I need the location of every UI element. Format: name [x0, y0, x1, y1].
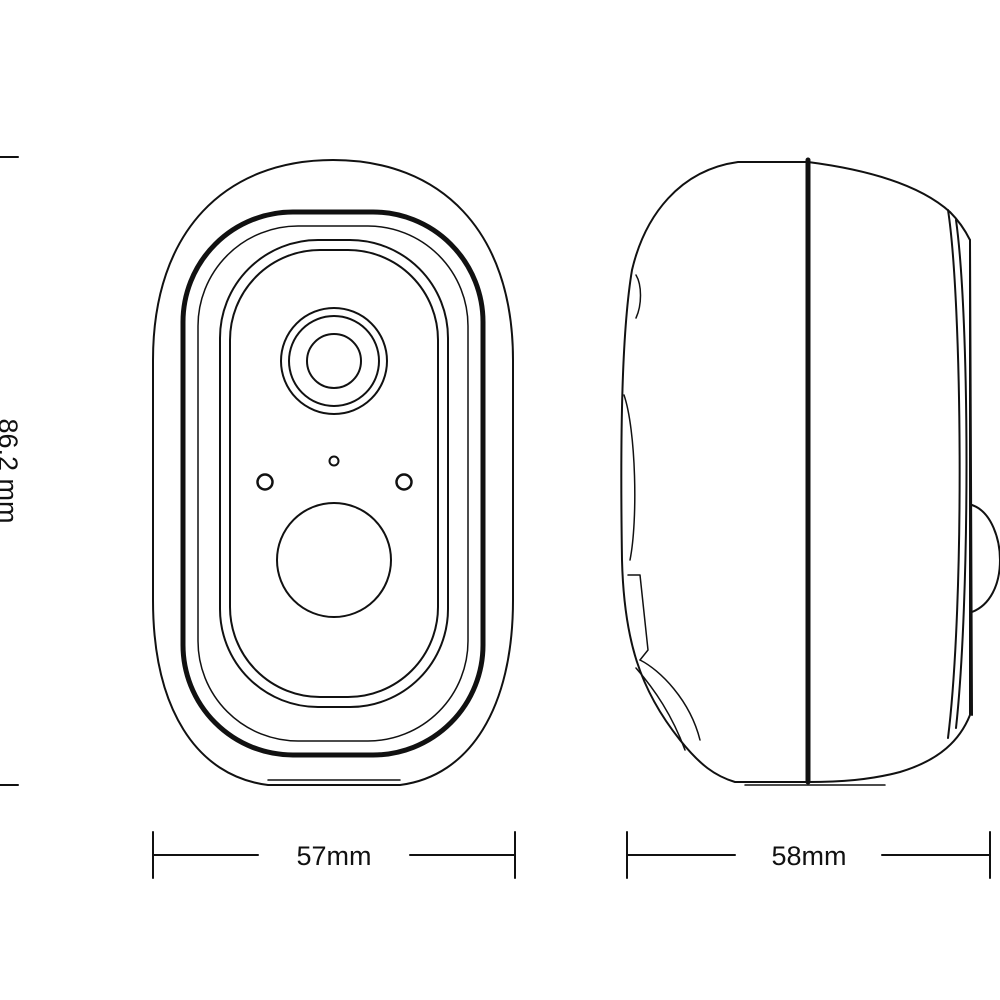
width-dimension: 57mm	[152, 831, 516, 879]
depth-label: 58mm	[771, 841, 846, 871]
side-face-edge-bevel	[969, 239, 973, 716]
height-dimension: 86.2 mm	[0, 156, 23, 786]
side-grip-lower-inner	[635, 667, 686, 751]
left-ir-led-icon	[256, 473, 274, 491]
front-face-plate-inner	[229, 249, 439, 698]
depth-dimension: 58mm	[626, 831, 991, 879]
side-grip-mid	[627, 574, 649, 661]
pir-sensor	[276, 502, 392, 618]
side-grip-upper	[623, 394, 636, 561]
side-rear-shell	[620, 161, 809, 783]
front-bezel-inner-ring	[197, 225, 469, 742]
side-button-icon	[635, 274, 642, 319]
side-front-shell	[807, 161, 971, 783]
front-outer-housing	[152, 159, 514, 786]
front-view	[152, 159, 514, 786]
height-label: 86.2 mm	[0, 418, 23, 523]
front-face-plate-outer	[219, 239, 449, 708]
side-pir-dome	[971, 504, 1000, 613]
lens-glass	[306, 333, 362, 389]
lens-middle-ring	[288, 315, 380, 407]
width-label: 57mm	[296, 841, 371, 871]
side-face-edge-inner	[955, 219, 968, 729]
right-ir-led-icon	[395, 473, 413, 491]
microphone-hole-icon	[328, 455, 340, 467]
side-grip-lower	[639, 659, 701, 741]
front-bezel-ring	[180, 209, 486, 758]
lens-outer-ring	[280, 307, 388, 415]
side-face-edge-outer	[947, 209, 961, 739]
side-view	[620, 157, 1000, 786]
